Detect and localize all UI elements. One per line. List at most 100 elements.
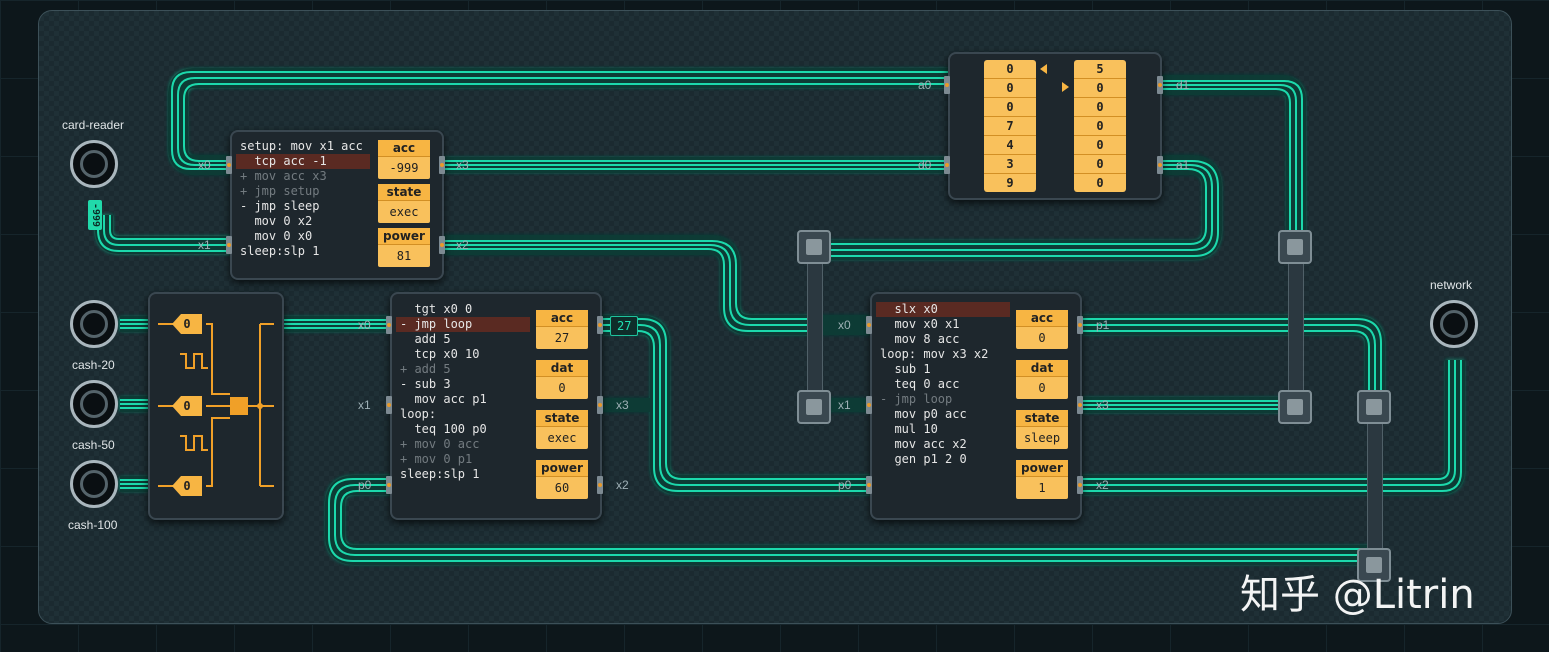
code-line[interactable]: mov x0 x1 — [880, 317, 960, 331]
code-line[interactable]: loop: — [400, 407, 437, 421]
chip2-port-p1[interactable] — [597, 316, 603, 334]
wire-p0-bottom-loop[interactable] — [325, 475, 1370, 565]
ram-port-d1[interactable] — [1157, 76, 1163, 94]
bridge-right-top-cap[interactable] — [1357, 390, 1391, 424]
chip2-port-x2[interactable] — [597, 476, 603, 494]
chip1-code[interactable]: setup: mov x1 acc tcp acc -1+ mov acc x3… — [236, 139, 370, 259]
code-line[interactable]: + jmp setup — [240, 184, 320, 198]
chip3-port-x2[interactable] — [1077, 476, 1083, 494]
bridge-right-bottom-cap[interactable] — [1357, 548, 1391, 582]
cash-value-2: 0 — [172, 476, 202, 496]
ram-cell: 0 — [1074, 155, 1126, 174]
ram-port-a0[interactable] — [944, 76, 950, 94]
chip3-port-p1[interactable] — [1077, 316, 1083, 334]
register-value: -999 — [389, 161, 419, 175]
wire-d1-right[interactable] — [1162, 75, 1306, 240]
code-line[interactable]: tgt x0 0 — [400, 302, 473, 316]
card-reader-socket[interactable] — [70, 140, 118, 188]
chip1-port-x2[interactable] — [439, 236, 445, 254]
chip1-acc-register: acc-999 — [378, 140, 430, 179]
chip3-port-x1[interactable] — [866, 396, 872, 414]
code-line[interactable]: + add 5 — [400, 362, 451, 376]
code-line[interactable]: gen p1 2 0 — [880, 452, 967, 466]
code-line[interactable]: tcp x0 10 — [400, 347, 480, 361]
code-line[interactable]: mul 10 — [880, 422, 938, 436]
code-line[interactable]: mov p0 acc — [880, 407, 967, 421]
cash-50-socket[interactable] — [70, 380, 118, 428]
ram-cell: 0 — [1096, 176, 1104, 190]
code-line[interactable]: teq 0 acc — [880, 377, 960, 391]
code-line[interactable]: + mov acc x3 — [240, 169, 327, 183]
wire-chip3-x2-network[interactable] — [1082, 360, 1465, 495]
code-line[interactable]: teq 100 p0 — [400, 422, 487, 436]
code-line[interactable]: tcp acc -1 — [236, 154, 370, 169]
code-line[interactable]: sleep:slp 1 — [240, 244, 320, 258]
code-line[interactable]: - sub 3 — [400, 377, 451, 391]
chip2-port-x1[interactable] — [386, 396, 392, 414]
code-line[interactable]: mov 0 x2 — [240, 214, 313, 228]
code-line[interactable]: mov acc p1 — [400, 392, 487, 406]
bridge-left-bottom-cap[interactable] — [797, 390, 831, 424]
chip1-port-x1[interactable] — [226, 236, 232, 254]
wire-cash-to-chip2[interactable] — [282, 316, 392, 332]
code-line[interactable]: slx x0 — [876, 302, 1010, 317]
card-reader-value: -999 — [88, 200, 102, 230]
code-line[interactable]: - jmp loop — [880, 392, 953, 406]
cash-100-socket[interactable] — [70, 460, 118, 508]
register-label: power — [378, 228, 430, 245]
chip3-port-x3[interactable] — [1077, 396, 1083, 414]
cash-20-socket[interactable] — [70, 300, 118, 348]
code-line[interactable]: add 5 — [400, 332, 451, 346]
network-socket[interactable] — [1430, 300, 1478, 348]
chip3-port-x0[interactable] — [866, 316, 872, 334]
wire-chip3-x3-right[interactable] — [1082, 397, 1296, 413]
wire-x2-chip1-to-chip3[interactable] — [442, 235, 872, 335]
register-label: state — [378, 184, 430, 201]
code-line[interactable]: + mov 0 p1 — [400, 452, 473, 466]
mc-chip-2[interactable]: tgt x0 0- jmp loop add 5 tcp x0 10+ add … — [390, 292, 602, 520]
wire-p1-chip2-to-chip3[interactable] — [602, 315, 872, 495]
chip2-label-x1: x1 — [358, 398, 371, 412]
bridge-mid-top-cap[interactable] — [1278, 230, 1312, 264]
bridge-mid-bottom-cap[interactable] — [1278, 390, 1312, 424]
code-line[interactable]: loop: mov x3 x2 — [880, 347, 989, 361]
chip2-port-p0[interactable] — [386, 476, 392, 494]
chip1-port-x0[interactable] — [226, 156, 232, 174]
code-line[interactable]: mov acc x2 — [880, 437, 967, 451]
wire-x3-d0[interactable] — [442, 157, 946, 173]
code-line[interactable]: - jmp loop — [396, 317, 530, 332]
wire-a1-loop[interactable] — [820, 155, 1222, 260]
ram-port-d0[interactable] — [944, 156, 950, 174]
code-line[interactable]: sub 1 — [880, 362, 931, 376]
code-line[interactable]: - jmp sleep — [240, 199, 320, 213]
chip2-port-x3[interactable] — [597, 396, 603, 414]
wire-cardreader-x1[interactable] — [95, 215, 232, 254]
cash-combiner-chip[interactable]: 0 0 0 — [148, 292, 284, 520]
wire-cash-links[interactable] — [120, 316, 148, 492]
wire-chip3-p1-right[interactable] — [1082, 315, 1385, 395]
wire-chip2-x0-to-chip3[interactable] — [602, 318, 872, 412]
ram-port-a1[interactable] — [1157, 156, 1163, 174]
ram-cell: 0 — [984, 79, 1036, 98]
chip3-port-p0[interactable] — [866, 476, 872, 494]
mc-chip-1[interactable]: setup: mov x1 acc tcp acc -1+ mov acc x3… — [230, 130, 444, 280]
code-line[interactable]: mov 0 x0 — [240, 229, 313, 243]
code-line[interactable]: + mov 0 acc — [400, 437, 480, 451]
wire-x0-top-loop[interactable] — [168, 68, 950, 175]
ram-cell: 4 — [984, 136, 1036, 155]
code-line[interactable]: setup: mov x1 acc — [240, 139, 363, 153]
register-value: 0 — [1038, 331, 1046, 345]
code-line[interactable]: sleep:slp 1 — [400, 467, 480, 481]
bridge-left-top-cap[interactable] — [797, 230, 831, 264]
chip2-code[interactable]: tgt x0 0- jmp loop add 5 tcp x0 10+ add … — [396, 302, 530, 482]
chip1-port-x3[interactable] — [439, 156, 445, 174]
code-line[interactable]: mov 8 acc — [880, 332, 960, 346]
chip2-port-x0[interactable] — [386, 316, 392, 334]
